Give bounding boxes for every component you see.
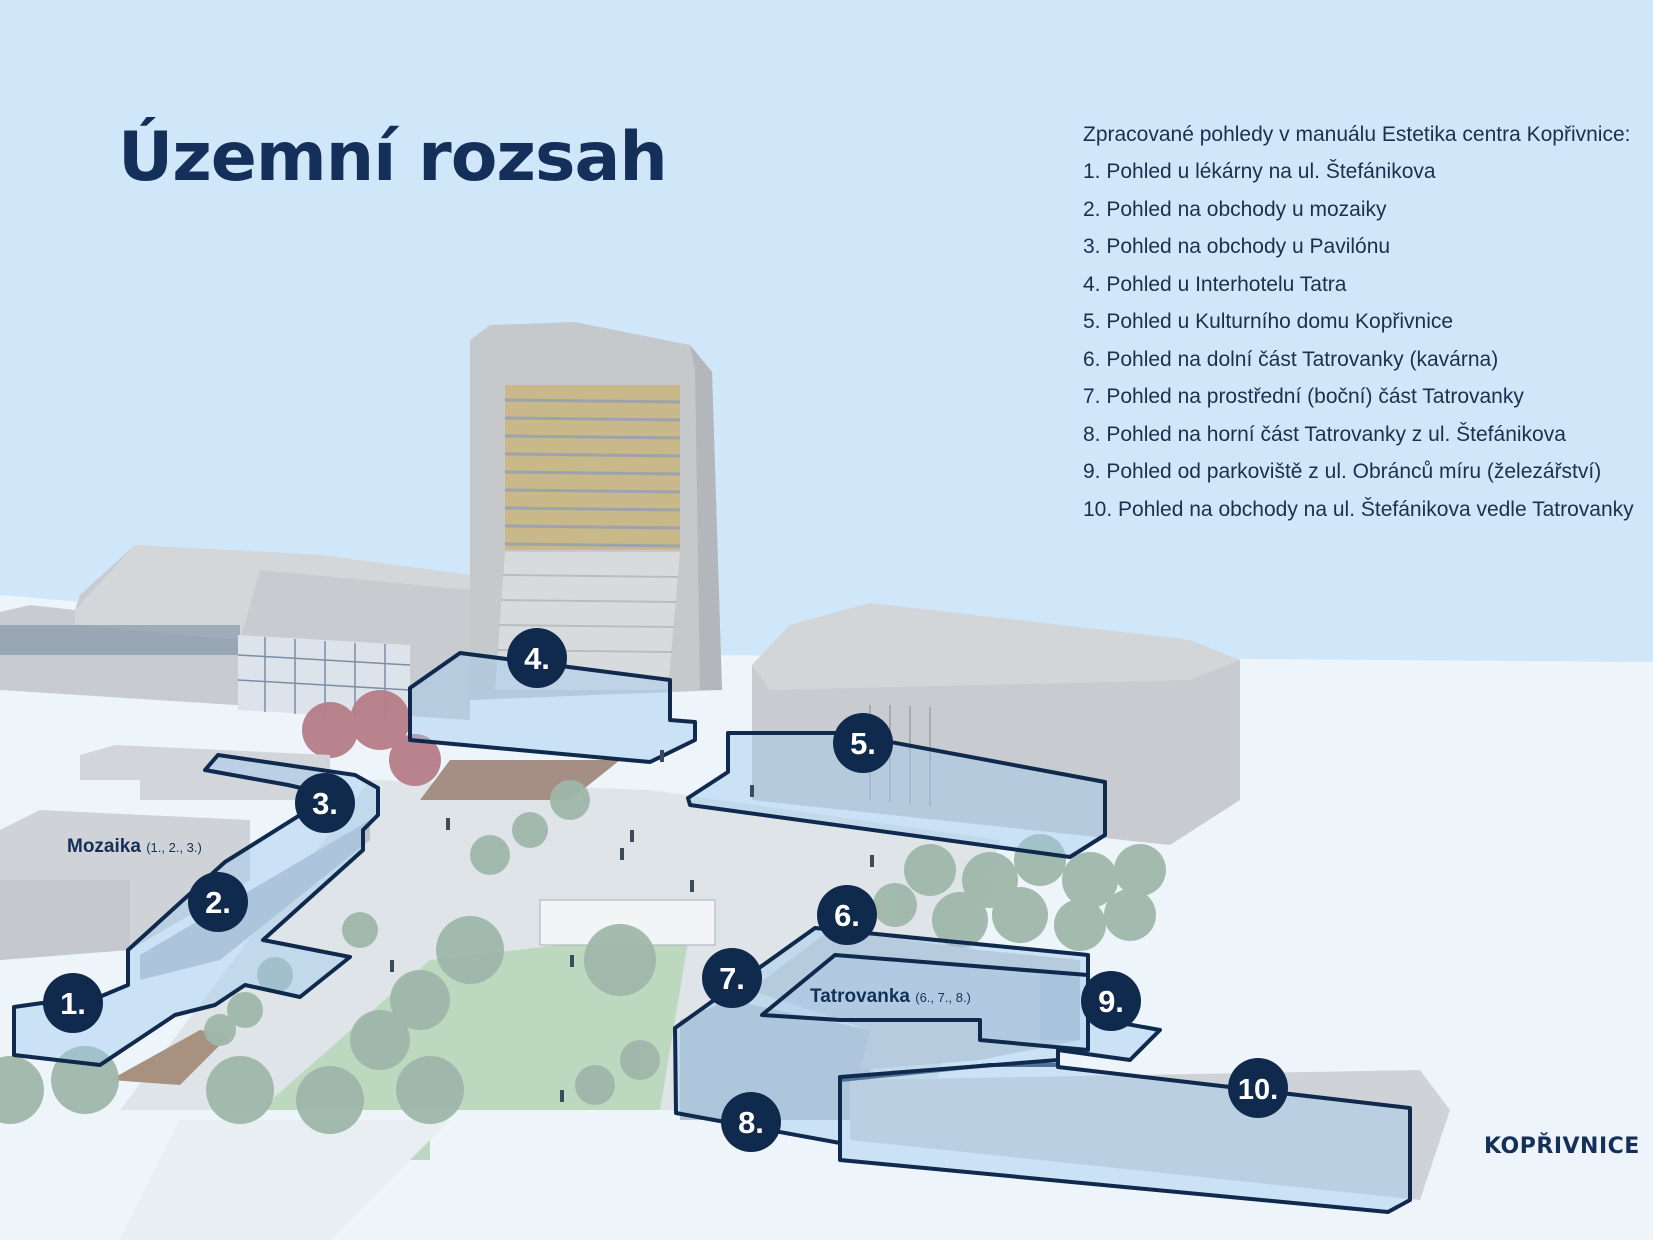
label-mozaika-name: Mozaika	[67, 836, 141, 857]
view-marker-4: 4.	[507, 628, 567, 688]
koprivnice-logo: KOPŘIVNICE	[1484, 1134, 1640, 1159]
marker-label: 10.	[1238, 1074, 1278, 1106]
marker-circle	[721, 1092, 781, 1152]
view-marker-5: 5.	[833, 713, 893, 773]
legend-item: 2. Pohled na obchody u mozaiky	[1083, 197, 1387, 221]
page-title: Územní rozsah	[118, 118, 668, 197]
label-mozaika: Mozaika (1., 2., 3.)	[67, 836, 202, 858]
view-marker-3: 3.	[295, 773, 355, 833]
trees	[0, 690, 1166, 1134]
view-markers: 1. 2. 3. 4. 5. 6. 7. 8. 9. 10.	[43, 628, 1288, 1152]
label-tatrovanka: Tatrovanka (6., 7., 8.)	[810, 986, 971, 1008]
marker-circle	[43, 973, 103, 1033]
area-5-cultural-house	[686, 731, 1107, 859]
mozaika-buildings	[0, 745, 370, 980]
area-9-parking	[760, 953, 1090, 1052]
buildings-back-left	[0, 545, 470, 720]
legend-item: 1. Pohled u lékárny na ul. Štefánikova	[1083, 160, 1436, 183]
legend-item: 6. Pohled na dolní část Tatrovanky (kavá…	[1083, 347, 1499, 371]
view-marker-10: 10.	[1228, 1058, 1288, 1118]
marker-label: 4.	[524, 641, 550, 676]
marker-label: 1.	[60, 986, 86, 1021]
view-marker-8: 8.	[721, 1092, 781, 1152]
marker-label: 9.	[1098, 984, 1124, 1019]
view-marker-7: 7.	[702, 948, 762, 1008]
legend-item: 10. Pohled na obchody na ul. Štefánikova…	[1083, 497, 1634, 521]
marker-circle	[833, 713, 893, 773]
marker-label: 3.	[312, 786, 338, 821]
label-mozaika-views: (1., 2., 3.)	[146, 840, 202, 855]
marker-label: 6.	[834, 898, 860, 933]
legend-item: 5. Pohled u Kulturního domu Kopřivnice	[1083, 310, 1454, 333]
marker-circle	[188, 872, 248, 932]
marker-circle	[295, 773, 355, 833]
views-legend: Zpracované pohledy v manuálu Estetika ce…	[1083, 116, 1643, 528]
legend-item: 9. Pohled od parkoviště z ul. Obránců mí…	[1083, 460, 1602, 483]
marker-circle	[702, 948, 762, 1008]
view-marker-6: 6.	[817, 885, 877, 945]
marker-circle	[1228, 1058, 1288, 1118]
marker-label: 5.	[850, 726, 876, 761]
marker-circle	[1081, 971, 1141, 1031]
marker-circle	[817, 885, 877, 945]
legend-heading: Zpracované pohledy v manuálu Estetika ce…	[1083, 123, 1631, 146]
legend-item: 8. Pohled na horní část Tatrovanky z ul.…	[1083, 422, 1566, 446]
legend-item: 3. Pohled na obchody u Pavilónu	[1083, 235, 1391, 258]
view-marker-1: 1.	[43, 973, 103, 1033]
hotel-tower	[470, 322, 722, 700]
marker-label: 2.	[205, 885, 231, 920]
view-marker-9: 9.	[1081, 971, 1141, 1031]
sky	[0, 0, 1653, 662]
legend-list: 1. Pohled u lékárny na ul. Štefánikova 2…	[1083, 153, 1643, 528]
legend-item: 7. Pohled na prostřední (boční) část Tat…	[1083, 385, 1524, 408]
marker-label: 7.	[719, 961, 745, 996]
marker-circle	[507, 628, 567, 688]
label-tatrovanka-name: Tatrovanka	[810, 986, 910, 1007]
view-marker-2: 2.	[188, 872, 248, 932]
legend-item: 4. Pohled u Interhotelu Tatra	[1083, 272, 1347, 296]
tatrovanka-buildings	[680, 930, 1450, 1200]
label-tatrovanka-views: (6., 7., 8.)	[915, 990, 971, 1005]
cultural-house	[752, 603, 1240, 845]
marker-label: 8.	[738, 1105, 764, 1140]
pedestrians	[390, 750, 874, 1102]
